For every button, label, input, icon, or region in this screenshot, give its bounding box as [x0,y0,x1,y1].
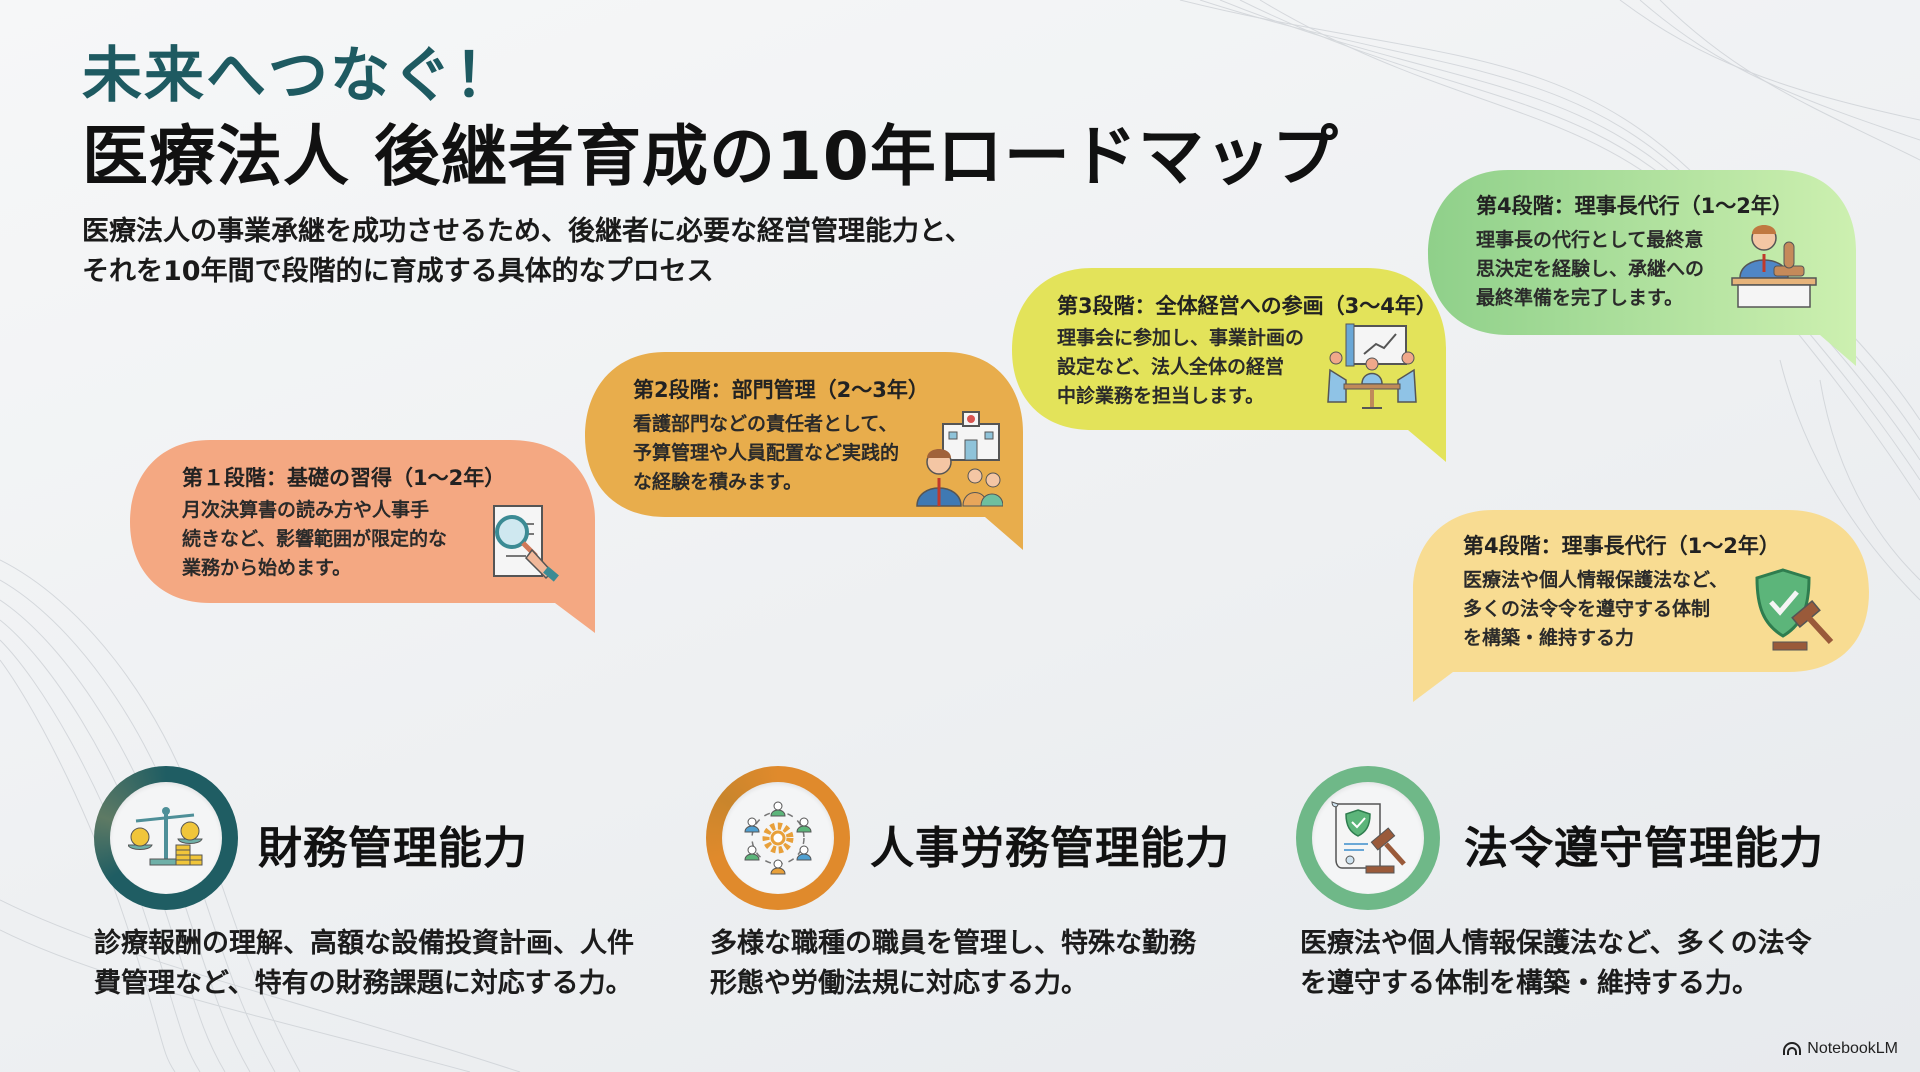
brand-label: NotebookLM [1807,1040,1898,1057]
speech-bubble-shape [1012,268,1446,462]
stage-line: 業務から始めます。 [182,557,352,579]
skill-title: 財務管理能力 [258,823,528,874]
stage-bubble-2: 第2段階：部門管理（2〜3年） 看護部門などの責任者として、 予算管理や人員配置… [585,352,1025,552]
stage-bubble-3: 第3段階：全体経営への参画（3〜4年） 理事会に参加し、事業計画の 設定など、法… [1012,268,1448,464]
document-magnifier-icon [480,500,564,594]
stage-line: な経験を積みます。 [633,471,803,493]
page-title: 医療法人 後継者育成の10年ロードマップ [82,118,1339,195]
page-subtitle: 医療法人の事業承継を成功させるため、後継者に必要な経営管理能力と、 それを10年… [82,212,972,292]
stage-line: 設定など、法人全体の経営 [1057,356,1285,378]
stage-line: 多くの法令令を遵守する体制 [1463,598,1711,620]
speech-bubble-shape [1413,510,1869,702]
notebooklm-brand: NotebookLM [1783,1040,1898,1058]
stage-line: 理事会に参加し、事業計画の [1057,327,1305,349]
stage-title: 第2段階：部門管理（2〜3年） [633,378,929,402]
skill-line: 費管理など、特有の財務課題に対応する力。 [94,968,633,999]
shield-gavel-icon [1753,566,1843,660]
skill-description: 多様な職種の職員を管理し、特殊な勤務 形態や労働法規に対応する力。 [710,924,1270,1004]
stage-bubble-1: 第１段階：基礎の習得（1〜2年） 月次決算書の読み方や人事手 続きなど、影響範囲… [130,440,596,634]
stage-line: 続きなど、影響範囲が限定的な [182,528,448,550]
stage-title: 第4段階：理事長代行（1〜2年） [1463,534,1780,558]
tagline: 未来へつなぐ！ [82,41,516,111]
stage-description: 理事長の代行として最終意 思決定を経験し、承継への 最終準備を完了します。 [1476,226,1746,313]
stage-line: 思決定を経験し、承継への [1476,258,1705,280]
skill-description: 医療法や個人情報保護法など、多くの法令 を遵守する体制を構築・維持する力。 [1300,924,1860,1004]
stage-line: 看護部門などの責任者として、 [633,413,898,435]
team-gear-icon [722,782,834,894]
skill-icon-ring [1296,766,1440,910]
speech-bubble-shape [1428,170,1856,366]
stage-description: 月次決算書の読み方や人事手 続きなど、影響範囲が限定的な 業務から始めます。 [182,496,452,583]
notebooklm-logo-icon [1783,1042,1802,1055]
stage-bubble-4: 第4段階：理事長代行（1〜2年） 理事長の代行として最終意 思決定を経験し、承継… [1428,170,1858,368]
skill-line: 形態や労働法規に対応する力。 [710,968,1088,999]
stage-bubble-5: 第4段階：理事長代行（1〜2年） 医療法や個人情報保護法など、 多くの法令令を遵… [1413,510,1871,704]
skill-icon-ring [94,766,238,910]
stage-description: 理事会に参加し、事業計画の 設定など、法人全体の経営 中診業務を担当します。 [1057,324,1327,411]
board-meeting-icon [1324,322,1420,416]
executive-stamp-icon [1730,222,1820,314]
stage-line: 予算管理や人員配置など実践的 [633,442,900,464]
hospital-manager-icon [913,410,1004,514]
skill-line: 医療法や個人情報保護法など、多くの法令 [1300,928,1812,959]
stage-description: 医療法や個人情報保護法など、 多くの法令令を遵守する体制 を構築・維持する力 [1463,566,1763,653]
balance-scale-coins-icon [110,782,222,894]
stage-title: 第１段階：基礎の習得（1〜2年） [182,466,506,490]
subtitle-line: それを10年間で段階的に育成する具体的なプロセス [82,256,714,287]
skill-title: 法令遵守管理能力 [1464,823,1824,874]
subtitle-line: 医療法人の事業承継を成功させるため、後継者に必要な経営管理能力と、 [82,216,972,247]
speech-bubble-shape [130,440,595,633]
skill-description: 診療報酬の理解、高額な設備投資計画、人件 費管理など、特有の財務課題に対応する力… [94,924,654,1004]
skill-icon-ring [706,766,850,910]
stage-line: 中診業務を担当します。 [1057,385,1265,407]
stage-line: を構築・維持する力 [1463,627,1635,649]
skill-line: を遵守する体制を構築・維持する力。 [1300,968,1759,999]
stage-line: 最終準備を完了します。 [1476,287,1684,309]
stage-line: 理事長の代行として最終意 [1476,229,1704,251]
stage-title: 第4段階：理事長代行（1〜2年） [1476,194,1793,218]
stage-title: 第3段階：全体経営への参画（3〜4年） [1057,294,1437,318]
skill-line: 診療報酬の理解、高額な設備投資計画、人件 [94,928,634,959]
stage-description: 看護部門などの責任者として、 予算管理や人員配置など実践的 な経験を積みます。 [633,410,903,497]
skill-line: 多様な職種の職員を管理し、特殊な勤務 [710,928,1196,959]
stage-line: 月次決算書の読み方や人事手 [182,499,430,521]
speech-bubble-shape [585,352,1023,550]
skill-title: 人事労務管理能力 [870,823,1230,874]
stage-line: 医療法や個人情報保護法など、 [1463,569,1729,591]
legal-document-gavel-icon [1312,782,1424,894]
